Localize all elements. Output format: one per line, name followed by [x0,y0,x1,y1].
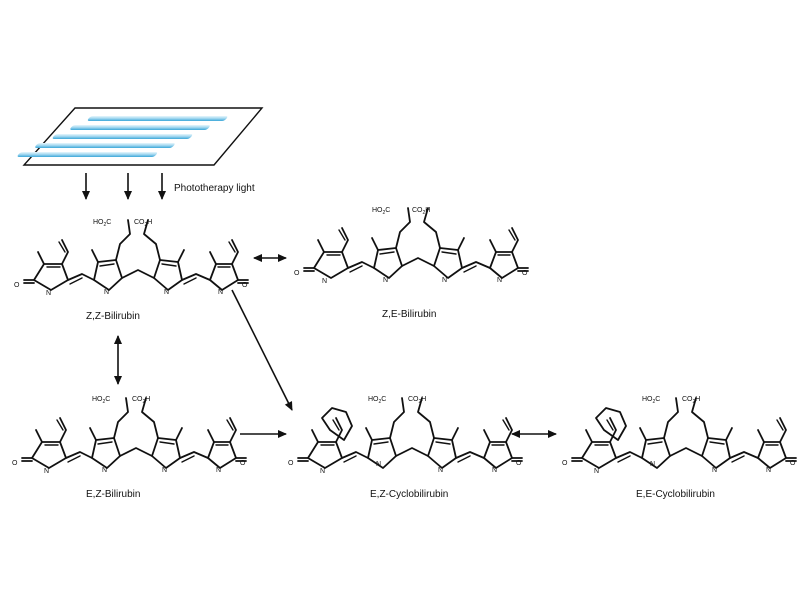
atom-n: N [320,468,325,475]
atom-n: N [497,277,502,284]
atom-n: N [218,289,223,296]
light-arrows [82,173,166,200]
atom-n: N [164,289,169,296]
acid-group-left: HO2C [93,219,111,228]
arrow-zz-ezc [231,289,293,411]
atom-n: N [492,467,497,474]
atom-o: O [522,270,528,277]
seven-ring [595,407,627,441]
atom-n: N [442,277,447,284]
atom-n: N [766,467,771,474]
atom-n: N [322,278,327,285]
reaction-arrows [114,254,557,438]
atom-o: O [288,460,294,467]
atom-n: N [44,468,49,475]
atom-o: O [12,460,18,467]
atom-n: N [712,467,717,474]
acid-group-right: CO2H [412,207,430,216]
molecule-ez-cyclobilirubin: O O N N N N HO2C CO2H [288,396,523,475]
acid-group-right: CO2H [408,396,426,405]
phototherapy-lamp [17,107,264,166]
atom-o: O [516,460,522,467]
seven-ring [321,407,353,441]
acid-group-left: HO2C [368,396,386,405]
atom-o: O [242,282,248,289]
molecule-ee-cyclobilirubin: O O N N N N HO2C CO2H [562,396,797,475]
acid-group-right: CO2H [132,396,150,405]
atom-o: O [240,460,246,467]
label-ez-bilirubin: E,Z-Bilirubin [86,489,140,500]
atom-n: N [383,277,388,284]
atom-o: O [14,282,20,289]
phototherapy-light-label: Phototherapy light [174,183,255,194]
molecule-ze-bilirubin: O O N N N N HO2C CO2H [294,207,529,285]
label-ze-bilirubin: Z,E-Bilirubin [382,309,436,320]
atom-n: N [438,467,443,474]
atom-o: O [294,270,300,277]
atom-n: N [216,467,221,474]
acid-group-right: CO2H [682,396,700,405]
atom-n: N [102,467,107,474]
label-ez-cyclobilirubin: E,Z-Cyclobilirubin [370,489,448,500]
molecule-zz-bilirubin: O O N N N N HO2C CO2H [14,219,249,297]
lamp-tubes [17,116,228,157]
atom-n: N [594,468,599,475]
acid-group-left: HO2C [372,207,390,216]
acid-group-left: HO2C [642,396,660,405]
atom-o: O [562,460,568,467]
atom-n: N [104,289,109,296]
label-ee-cyclobilirubin: E,E-Cyclobilirubin [636,489,715,500]
molecule-ez-bilirubin: O O N N N N HO2C CO2H [12,396,247,475]
acid-group-left: HO2C [92,396,110,405]
atom-n: N [46,290,51,297]
atom-o: O [790,460,796,467]
atom-n: N [650,461,655,468]
atom-n: N [162,467,167,474]
atom-n: N [376,461,381,468]
label-zz-bilirubin: Z,Z-Bilirubin [86,311,140,322]
acid-group-right: CO2H [134,219,152,228]
